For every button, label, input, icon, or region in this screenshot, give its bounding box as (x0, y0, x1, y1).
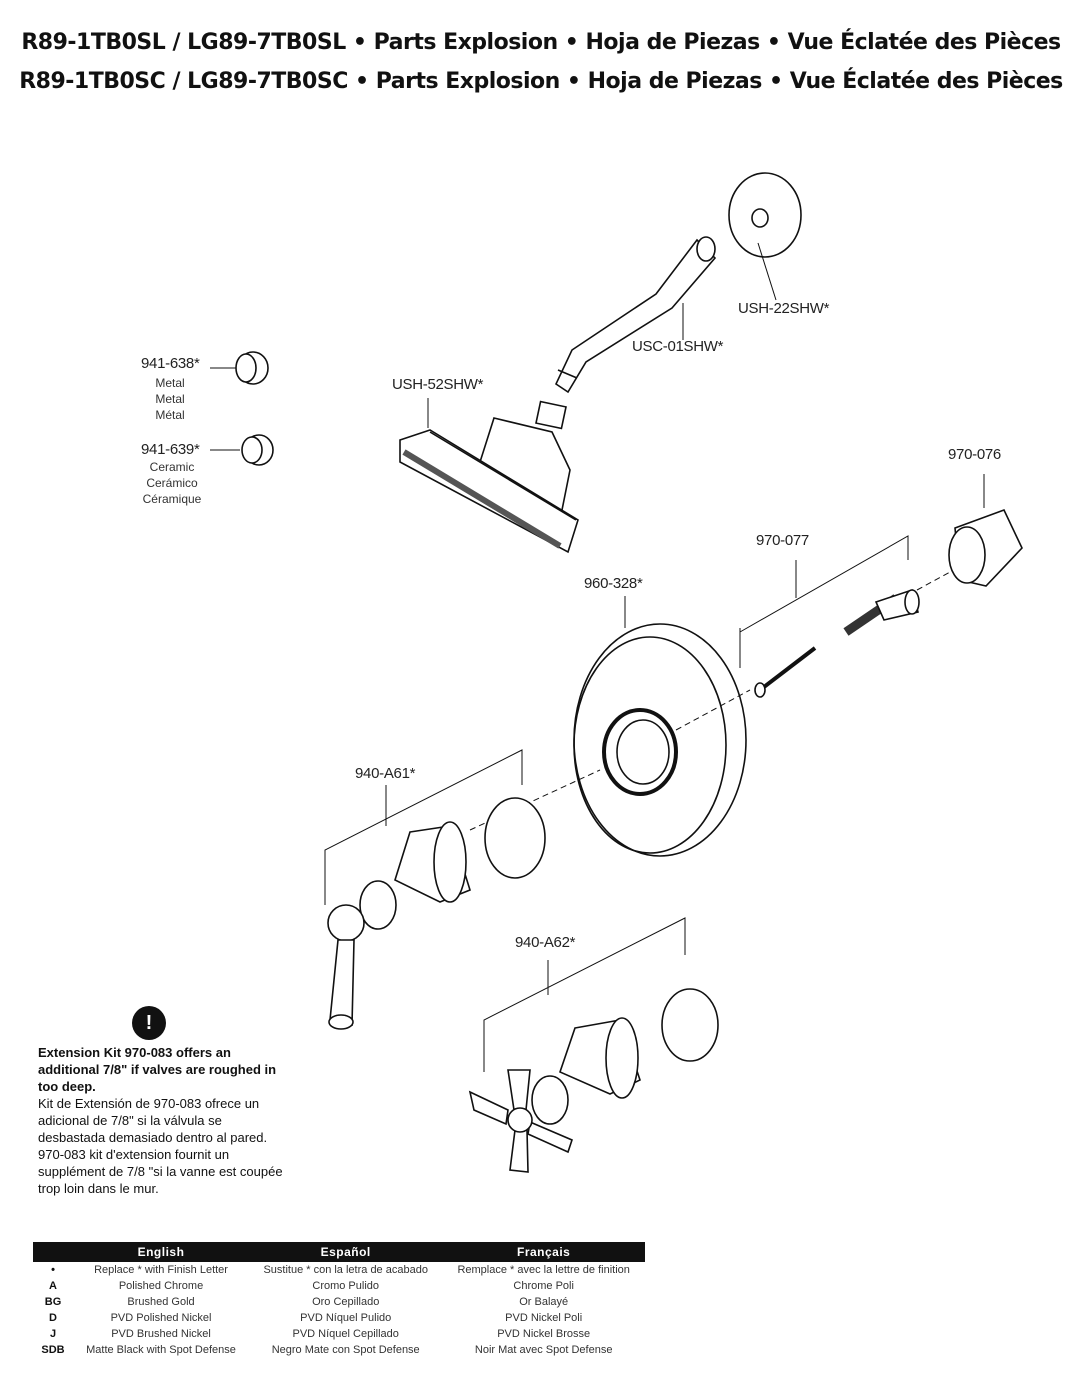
note-english: Extension Kit 970-083 offers an addition… (38, 1045, 277, 1094)
finish-english: Replace * with Finish Letter (94, 1264, 228, 1276)
finish-english: Polished Chrome (118, 1280, 204, 1292)
cross-handle-drawing (468, 917, 719, 1173)
extension-kit-note: Extension Kit 970-083 offers an addition… (38, 1044, 288, 1197)
cap-ceramic-names: Ceramic Cerámico Céramique (132, 459, 212, 507)
finish-english: Matte Black with Spot Defense (86, 1344, 236, 1356)
note-french: 970-083 kit d'extension fournit un suppl… (38, 1147, 283, 1196)
cap-ceramic-fr: Céramique (142, 492, 202, 506)
table-row: D PVD Polished Nickel PVD Níquel Pulido … (33, 1310, 645, 1326)
title-line-2: R89-1TB0SC / LG89-7TB0SC • Parts Explosi… (19, 69, 1063, 94)
table-row: SDB Matte Black with Spot Defense Negro … (33, 1342, 645, 1358)
finish-code: BG (44, 1296, 62, 1308)
finish-spanish: Cromo Pulido (312, 1280, 380, 1292)
finish-english: PVD Polished Nickel (110, 1312, 212, 1324)
label-flange: USH-22SHW* (738, 300, 830, 317)
warning-icon: ! (132, 1006, 166, 1040)
label-showerhead: USH-52SHW* (392, 376, 484, 393)
shower-flange-drawing (728, 172, 802, 301)
finish-french: Noir Mat avec Spot Defense (474, 1344, 613, 1356)
header-english: English (73, 1242, 250, 1262)
finish-table: English Español Français • Replace * wit… (33, 1242, 645, 1358)
finish-code: D (49, 1312, 57, 1324)
cap-metal-fr: Métal (155, 408, 185, 422)
cap-metal-es: Metal (155, 392, 185, 406)
finish-french: PVD Nickel Poli (505, 1312, 583, 1324)
table-row: BG Brushed Gold Oro Cepillado Or Balayé (33, 1294, 645, 1310)
showerhead-drawing (399, 398, 579, 554)
note-spanish: Kit de Extensión de 970-083 ofrece un ad… (38, 1096, 268, 1145)
lever-handle-drawing (324, 749, 546, 1030)
table-row: • Replace * with Finish Letter Sustitue … (33, 1262, 645, 1278)
finish-spanish: Negro Mate con Spot Defense (271, 1344, 420, 1356)
label-lever-handle: 940-A61* (355, 765, 416, 782)
finish-french: Or Balayé (519, 1296, 569, 1308)
header-spanish: Español (249, 1242, 443, 1262)
cap-ceramic-es: Cerámico (146, 476, 198, 490)
screw-kit-drawing (739, 535, 951, 698)
finish-french: PVD Nickel Brosse (497, 1328, 591, 1340)
finish-spanish: PVD Níquel Cepillado (292, 1328, 399, 1340)
finish-english: PVD Brushed Nickel (111, 1328, 211, 1340)
label-cap-ceramic: 941-639* (141, 441, 200, 458)
label-sleeve: 970-076 (948, 446, 1001, 463)
finish-table-header: English Español Français (33, 1242, 645, 1262)
finish-english: Brushed Gold (127, 1296, 195, 1308)
cap-ceramic-en: Ceramic (149, 460, 195, 474)
header-french: Français (442, 1242, 645, 1262)
table-row: J PVD Brushed Nickel PVD Níquel Cepillad… (33, 1326, 645, 1342)
table-row: A Polished Chrome Cromo Pulido Chrome Po… (33, 1278, 645, 1294)
finish-code: J (49, 1328, 57, 1340)
finish-code: SDB (41, 1344, 65, 1356)
header-code (33, 1242, 73, 1262)
finish-french: Chrome Poli (513, 1280, 574, 1292)
finish-code: • (51, 1264, 55, 1276)
cap-metal-names: Metal Metal Métal (130, 375, 210, 423)
label-arm: USC-01SHW* (632, 338, 724, 355)
label-cross-handle: 940-A62* (515, 934, 576, 951)
finish-spanish: Oro Cepillado (312, 1296, 380, 1308)
cap-metal-drawing (210, 351, 269, 385)
finish-spanish: Sustitue * con la letra de acabado (263, 1264, 428, 1276)
cap-ceramic-drawing (210, 434, 274, 466)
title-line-1: R89-1TB0SL / LG89-7TB0SL • Parts Explosi… (21, 30, 1061, 55)
label-screw-kit: 970-077 (756, 532, 809, 549)
sleeve-drawing (948, 474, 1023, 587)
label-escutcheon: 960-328* (584, 575, 643, 592)
finish-french: Remplace * avec la lettre de finition (457, 1264, 630, 1276)
shower-arm-drawing (554, 236, 717, 394)
escutcheon-drawing (469, 596, 751, 857)
finish-spanish: PVD Níquel Pulido (300, 1312, 392, 1324)
label-cap-metal: 941-638* (141, 355, 200, 372)
finish-code: A (49, 1280, 57, 1292)
cap-metal-en: Metal (155, 376, 185, 390)
